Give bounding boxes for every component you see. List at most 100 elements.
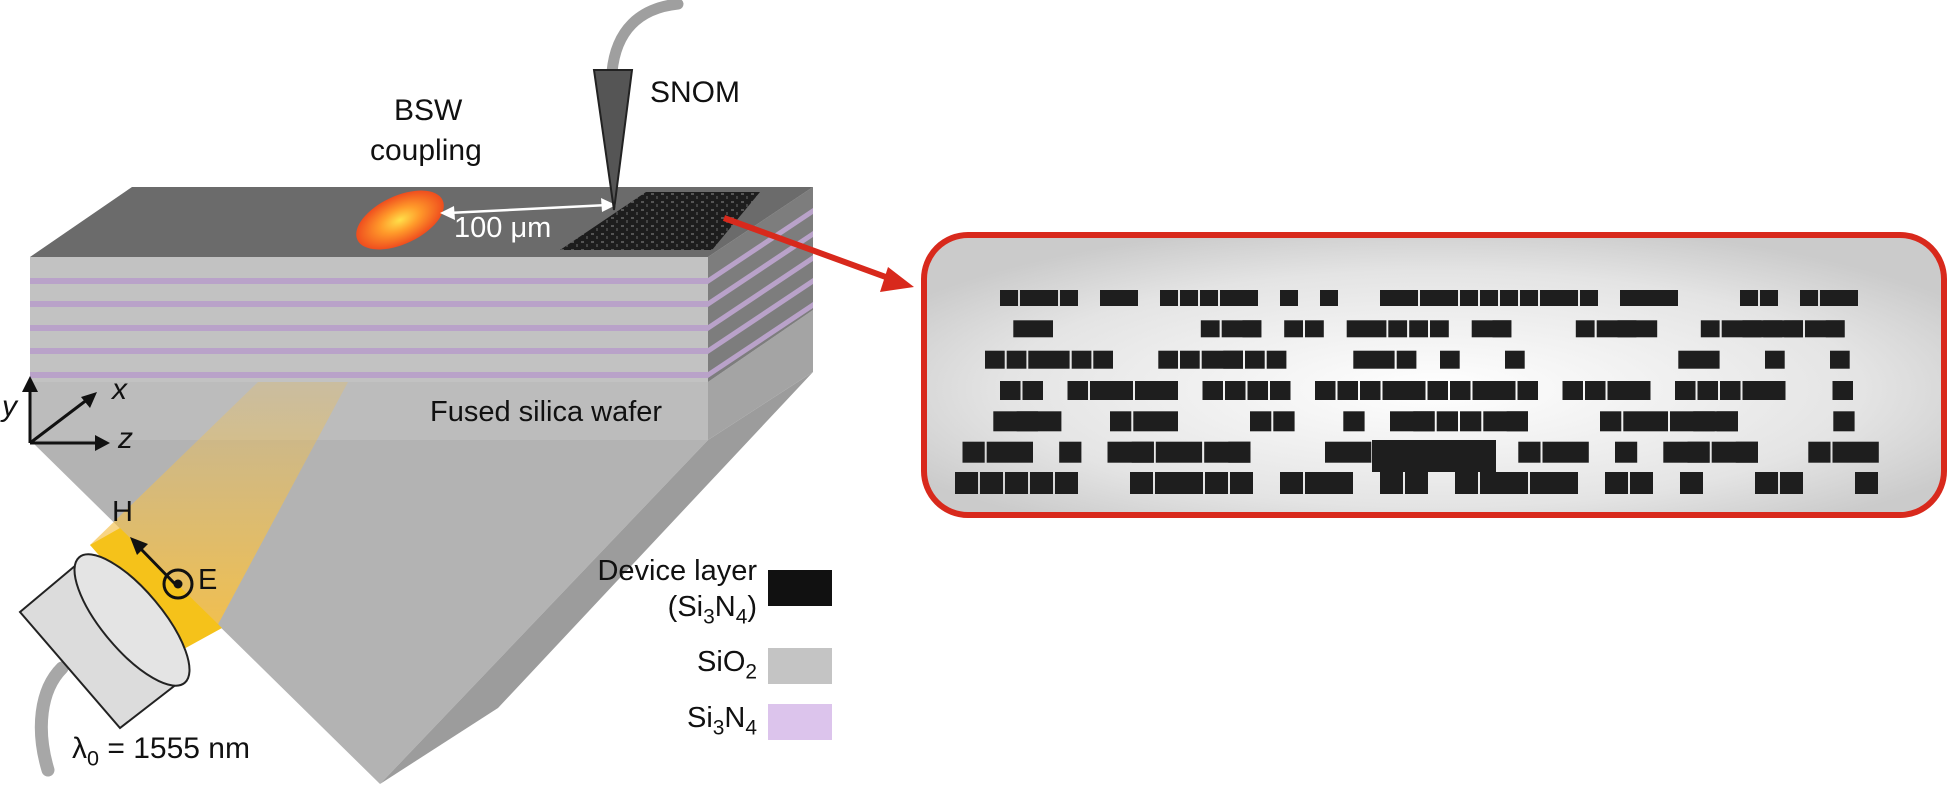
device-pixel — [1780, 472, 1803, 494]
si3n4-stripe-front — [30, 325, 708, 331]
device-pixel — [1660, 290, 1678, 306]
axis-z-label: z — [118, 422, 133, 455]
device-pixel — [1305, 320, 1324, 338]
device-pixel — [1067, 381, 1088, 400]
device-pixel — [1500, 290, 1518, 306]
device-pixel — [1228, 441, 1251, 463]
e-field-out-of-plane-icon — [162, 568, 194, 600]
legend-swatch-device-layer — [768, 570, 832, 606]
device-pixel — [1820, 290, 1858, 306]
device-pixel — [1396, 350, 1417, 369]
si3n4-stripe-front — [30, 301, 708, 307]
device-pixel — [1388, 320, 1408, 338]
device-pixel — [1492, 320, 1512, 338]
device-pixel — [1380, 290, 1418, 306]
legend-device-formula: (Si3N4) — [667, 591, 757, 629]
device-pixel — [1205, 472, 1228, 494]
device-pixel — [1427, 381, 1448, 400]
device-pixel — [1353, 350, 1395, 369]
device-pixel — [980, 472, 1003, 494]
device-pixel — [1430, 320, 1449, 338]
wafer-label: Fused silica wafer — [430, 396, 663, 428]
device-pixel — [1460, 411, 1482, 432]
device-pixel — [1450, 381, 1471, 400]
axis-y-label: y — [2, 390, 17, 423]
bsw-label-line1: BSW — [394, 94, 463, 127]
axes — [22, 376, 110, 451]
device-pixel — [1740, 290, 1758, 306]
device-pixel — [1242, 320, 1262, 338]
device-pixel — [1440, 290, 1458, 306]
legend-si3n4: Si3N4 — [687, 702, 757, 740]
device-pixel — [1346, 320, 1387, 338]
device-pixel — [1800, 290, 1818, 306]
device-pixel — [1436, 411, 1458, 432]
device-pixel — [1090, 381, 1133, 400]
device-pixel — [1720, 381, 1741, 400]
device-pixel — [1575, 320, 1595, 338]
focus-spot-icon — [356, 190, 444, 250]
device-pixel — [1520, 290, 1538, 306]
device-pixel — [1000, 381, 1021, 400]
device-pixel — [1016, 411, 1062, 432]
device-pixel — [1266, 350, 1287, 369]
device-pixel — [1678, 350, 1720, 369]
device-pixel — [1100, 290, 1138, 306]
device-pixel — [1245, 350, 1265, 369]
device-pixel — [1562, 381, 1583, 400]
device-pixel — [1580, 290, 1598, 306]
device-pixel — [1230, 472, 1253, 494]
device-pixel — [1832, 381, 1853, 400]
device-pixel — [1280, 472, 1303, 494]
device-pixel — [1135, 381, 1178, 400]
device-pixel — [1133, 411, 1178, 432]
device-pixel — [1131, 441, 1154, 463]
device-pixel — [1687, 441, 1710, 463]
device-pixel — [1735, 441, 1758, 463]
si3n4-stripe-front — [30, 348, 708, 354]
device-pixel — [1405, 381, 1426, 400]
legend-device-line1: Device layer — [597, 555, 757, 587]
device-pixel — [1240, 290, 1258, 306]
device-pixel — [1630, 472, 1653, 494]
device-pixel — [1055, 472, 1078, 494]
device-pixel — [1280, 290, 1298, 306]
stack-front-face — [30, 257, 708, 382]
device-pixel — [1832, 441, 1879, 463]
wafer-side-face — [708, 310, 813, 440]
device-pixel — [1808, 441, 1831, 463]
device-pixel — [1030, 472, 1053, 494]
si3n4-stripe-side — [708, 231, 813, 307]
device-pixel — [1607, 381, 1651, 400]
device-pixel — [1455, 472, 1478, 494]
wavelength-label: λ0 = 1555 nm — [72, 732, 250, 772]
device-pixel — [1555, 472, 1578, 494]
device-pixel — [1760, 290, 1778, 306]
device-pixel — [1013, 320, 1053, 338]
h-field-label: H — [112, 496, 133, 528]
device-pixel — [1305, 472, 1353, 494]
distance-arrowhead-left — [440, 206, 455, 220]
device-pixel — [1680, 472, 1703, 494]
snom-tip-icon — [592, 69, 634, 211]
device-pixel — [1830, 350, 1850, 369]
inset-zoom — [921, 232, 1947, 518]
device-pixel — [1675, 381, 1696, 400]
wavelength-value: = 1555 nm — [99, 732, 250, 765]
h-field-arrowhead — [130, 537, 148, 555]
device-pixel — [1130, 472, 1153, 494]
h-field-arrow — [136, 544, 178, 587]
si3n4-stripe-side — [708, 208, 813, 284]
device-pixel — [1518, 441, 1541, 463]
device-pixel — [1742, 381, 1786, 400]
device-pixel — [1765, 350, 1785, 369]
multilayer-stack — [30, 187, 813, 382]
device-pixel — [962, 441, 985, 463]
device-pixel — [1833, 411, 1855, 432]
axis-x-label: x — [112, 373, 127, 406]
zoom-arrow — [722, 215, 896, 283]
legend-swatch-sio2 — [768, 648, 832, 684]
device-pixel — [1325, 441, 1372, 463]
